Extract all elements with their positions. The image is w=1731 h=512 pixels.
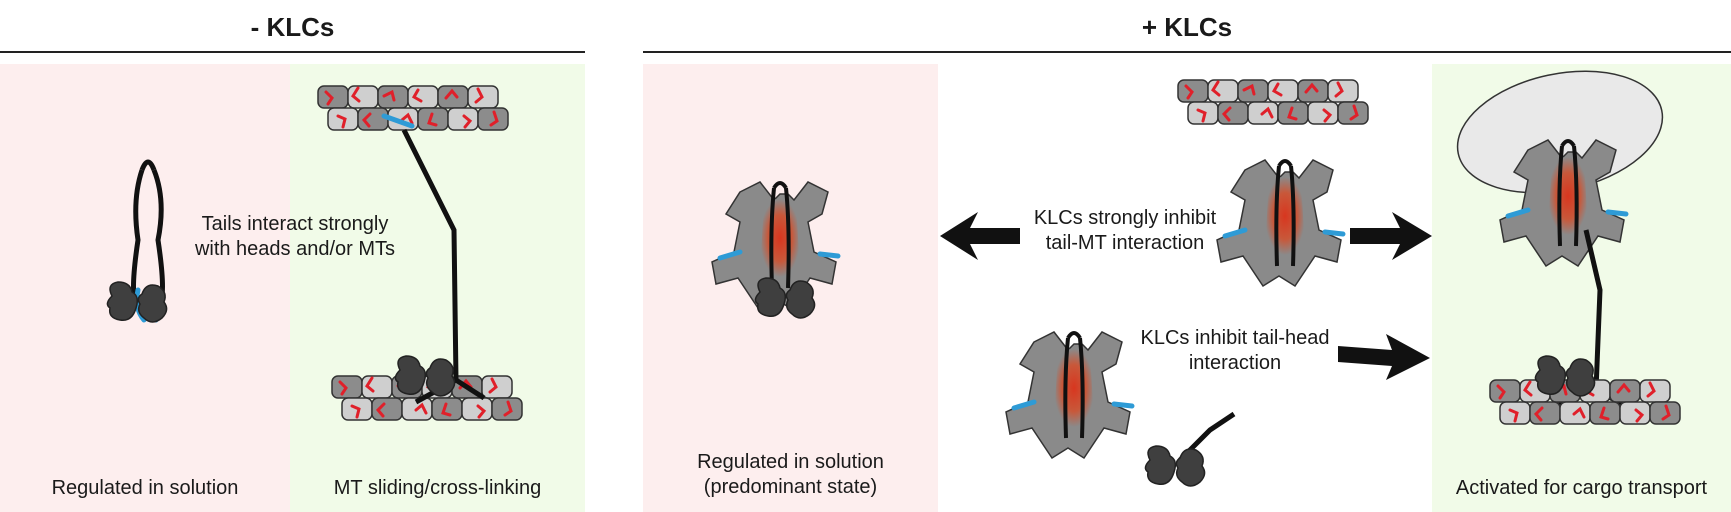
section-title-plus-klcs: + KLCs <box>1141 12 1233 42</box>
section-rule-plus <box>643 51 1731 53</box>
annotation-klc-tail-head: KLCs inhibit tail-head interaction <box>1140 327 1330 374</box>
microtubule-middle <box>1176 78 1370 126</box>
section-title-minus-klcs: - KLCs <box>250 12 335 42</box>
caption-regulated-plus: Regulated in solution (predominant state… <box>697 451 884 498</box>
annotation-klc-tail-mt: KLCs strongly inhibit tail-MT interactio… <box>1033 207 1217 254</box>
caption-regulated-minus: Regulated in solution <box>51 477 239 499</box>
klc-released-tail <box>1006 332 1132 458</box>
folded-kinesin-minus <box>106 159 168 323</box>
arrow-right-top <box>1350 212 1432 260</box>
annotation-tails-interact: Tails interact strongly with heads and/o… <box>194 213 396 260</box>
caption-mt-sliding: MT sliding/cross-linking <box>333 477 542 499</box>
panel-mt-sliding <box>290 64 585 512</box>
caption-activated: Activated for cargo transport <box>1455 477 1708 499</box>
section-rule-minus <box>0 51 585 53</box>
microtubule-top <box>316 84 510 132</box>
arrow-right-bottom <box>1338 334 1430 380</box>
neck-linker <box>381 113 415 129</box>
arrow-left <box>940 212 1020 260</box>
